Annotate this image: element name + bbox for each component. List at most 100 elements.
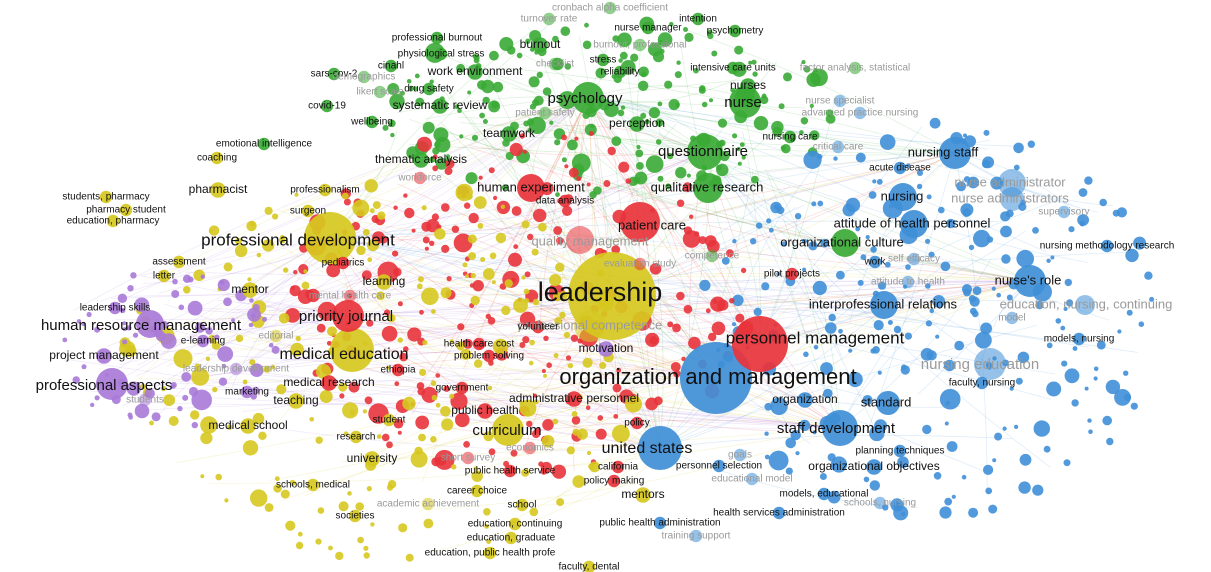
node-nurse-specialist[interactable] <box>833 94 847 108</box>
node-interprofessional-relations[interactable] <box>870 291 898 319</box>
node-acute-disease[interactable] <box>893 161 907 175</box>
node-education-nursing-continuing[interactable] <box>1075 295 1095 315</box>
node-education-continuing[interactable] <box>508 517 522 531</box>
node-training-support[interactable] <box>689 529 703 543</box>
node-nursing-methodology-research[interactable] <box>1100 239 1114 253</box>
node-pilot-projects[interactable] <box>785 267 799 281</box>
node-emotional-intelligence[interactable] <box>257 137 271 151</box>
node-leadership-skills[interactable] <box>108 301 122 315</box>
node-attitude-of-health-personnel[interactable] <box>900 210 928 238</box>
node-demographics[interactable] <box>357 70 371 84</box>
node-nurse-s-role[interactable] <box>1014 265 1046 297</box>
node-cronbach-alpha-coefficient[interactable] <box>603 1 617 15</box>
node-leadership-development[interactable] <box>229 362 243 376</box>
node-nurse-administrators[interactable] <box>1000 187 1024 211</box>
node-physiological-stress[interactable] <box>434 47 448 61</box>
node-faculty-nursing[interactable] <box>975 376 989 390</box>
node-health-services-administration[interactable] <box>772 506 786 520</box>
node-standard[interactable] <box>876 391 900 415</box>
node-personnel-selection[interactable] <box>712 459 726 473</box>
node-california[interactable] <box>611 460 625 474</box>
node-sars-cov-2[interactable] <box>327 67 341 81</box>
node-mental-health-care[interactable] <box>343 289 357 303</box>
node-staff-development[interactable] <box>822 410 858 446</box>
node-stress[interactable] <box>596 53 610 67</box>
node-medical-school[interactable] <box>240 418 256 434</box>
node-turnover-rate[interactable] <box>542 12 556 26</box>
node-drug-safety[interactable] <box>422 82 436 96</box>
node-teamwork[interactable] <box>501 126 517 142</box>
node-planning-techniques[interactable] <box>893 444 907 458</box>
node-policy-making[interactable] <box>607 474 621 488</box>
node-factor-analysis-statistical[interactable] <box>848 61 862 75</box>
node-learning[interactable] <box>376 274 392 290</box>
node-university[interactable] <box>364 451 380 467</box>
node-quality-management[interactable] <box>566 226 594 254</box>
node-psychometry[interactable] <box>728 24 742 38</box>
node-administrative-personnel[interactable] <box>566 391 582 407</box>
node-likert-scale[interactable] <box>373 85 387 99</box>
node-research[interactable] <box>349 430 363 444</box>
node-critical-care[interactable] <box>831 140 845 154</box>
node-patient-safety[interactable] <box>538 106 552 120</box>
node-nursing-staff[interactable] <box>939 137 971 169</box>
node-questionnaire[interactable] <box>687 134 723 170</box>
node-attitude-to-health[interactable] <box>901 275 915 289</box>
node-project-management[interactable] <box>96 348 112 364</box>
node-models-educational[interactable] <box>817 487 831 501</box>
node-covid-19[interactable] <box>320 99 334 113</box>
node-advanced-practice-nursing[interactable] <box>853 106 867 120</box>
node-checklist[interactable] <box>548 57 562 71</box>
node-cinahl[interactable] <box>384 59 398 73</box>
node-short-survey[interactable] <box>461 451 475 465</box>
node-priority-journal[interactable] <box>332 300 364 332</box>
node-human-experiment[interactable] <box>517 174 545 202</box>
node-work[interactable] <box>868 255 882 269</box>
node-model[interactable] <box>1005 311 1019 325</box>
node-mentors[interactable] <box>635 487 651 503</box>
node-thematic-analysis[interactable] <box>413 152 429 168</box>
node-professional-competence[interactable] <box>574 310 606 342</box>
node-nursing-education[interactable] <box>974 348 1006 380</box>
node-ethiopia[interactable] <box>391 363 405 377</box>
node-qualitative-research[interactable] <box>693 173 723 203</box>
node-career-choice[interactable] <box>470 484 484 498</box>
node-self-efficacy[interactable] <box>907 252 921 266</box>
node-wellbeing[interactable] <box>365 115 379 129</box>
node-organization[interactable] <box>797 392 813 408</box>
node-intensive-care-units[interactable] <box>726 61 740 75</box>
node-health-care-cost[interactable] <box>472 337 486 351</box>
node-supervisory[interactable] <box>1057 205 1071 219</box>
node-human-resource-management[interactable] <box>136 310 164 338</box>
node-nurse[interactable] <box>729 86 761 118</box>
node-burnout[interactable] <box>532 37 548 53</box>
node-societies[interactable] <box>348 509 362 523</box>
node-schools-nursing[interactable] <box>873 496 887 510</box>
node-models-nursing[interactable] <box>1072 332 1086 346</box>
node-e-learning[interactable] <box>196 334 210 348</box>
node-students[interactable] <box>138 393 152 407</box>
node-patient-care[interactable] <box>620 202 660 242</box>
node-letter[interactable] <box>157 269 171 283</box>
node-surgeon[interactable] <box>301 204 315 218</box>
node-editorial[interactable] <box>269 329 283 343</box>
node-government[interactable] <box>455 381 469 395</box>
node-student[interactable] <box>382 413 396 427</box>
node-professional-aspects[interactable] <box>96 368 128 400</box>
node-marketing[interactable] <box>240 385 254 399</box>
node-medical-research[interactable] <box>321 375 337 391</box>
node-pharmacist[interactable] <box>210 182 226 198</box>
node-pharmacy-student[interactable] <box>119 203 133 217</box>
node-reliability[interactable] <box>613 65 627 79</box>
node-professional-development[interactable] <box>304 212 356 264</box>
node-public-health-service[interactable] <box>503 464 517 478</box>
node-education-graduate[interactable] <box>504 531 518 545</box>
node-work-environment[interactable] <box>467 64 483 80</box>
node-intention[interactable] <box>691 12 705 26</box>
node-policy[interactable] <box>630 416 644 430</box>
node-school[interactable] <box>515 498 529 512</box>
node-nurses[interactable] <box>740 78 756 94</box>
node-educational-model[interactable] <box>745 472 759 486</box>
node-goals[interactable] <box>733 448 747 462</box>
node-curriculum[interactable] <box>492 414 524 446</box>
